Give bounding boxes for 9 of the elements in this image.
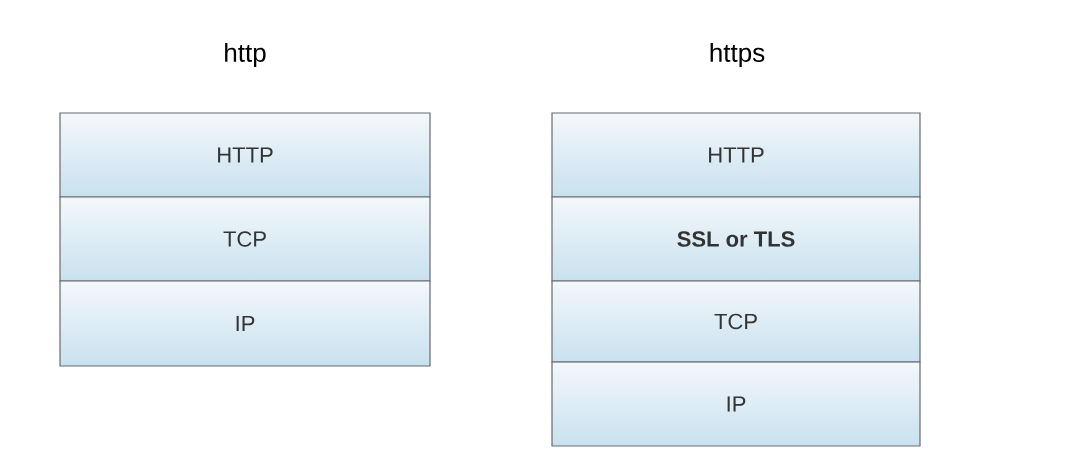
stack-title: https (710, 42, 765, 68)
protocol-layer-box: HTTP (551, 112, 921, 198)
protocol-layer-box: SSL or TLS (551, 196, 921, 282)
protocol-layer-box: TCP (551, 280, 921, 363)
protocol-layer-box: HTTP (59, 112, 431, 198)
protocol-layer-box: IP (551, 361, 921, 447)
protocol-layer-box: TCP (59, 196, 431, 282)
stack-title: http (225, 42, 266, 68)
protocol-layer-box: IP (59, 280, 431, 367)
